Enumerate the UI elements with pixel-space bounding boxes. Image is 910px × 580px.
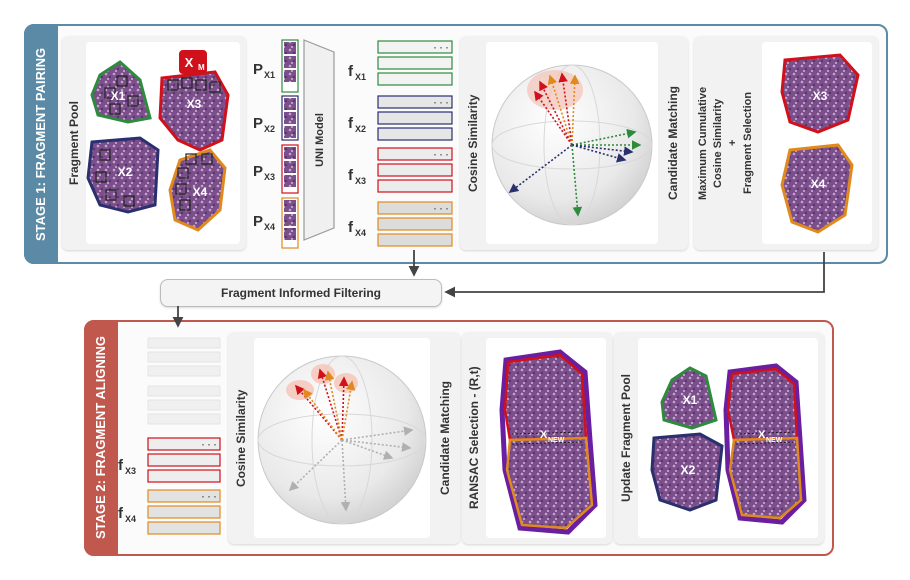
xnew-sub: NEW	[548, 437, 565, 444]
patch-group-x1	[281, 39, 299, 93]
patch-group-x4	[281, 197, 299, 249]
feature-group-x1	[377, 40, 453, 86]
feature-label-x3-main: f	[348, 167, 354, 184]
pool-xnew-sub: NEW	[766, 437, 783, 444]
feature-label-x4-sub: X4	[355, 228, 366, 238]
patch-group-x3	[281, 144, 299, 194]
selected-x3	[780, 53, 860, 134]
fragment-x2	[86, 136, 160, 214]
pool-new-fragment: X NEW	[723, 363, 807, 525]
feature-group-x4	[377, 201, 453, 247]
ransac-merged-fragment: X NEW	[499, 349, 598, 535]
uni-model	[303, 39, 335, 241]
fragment-x3	[158, 70, 230, 152]
xm-badge: X M	[179, 50, 207, 74]
stage2-faded-features	[147, 337, 221, 425]
pool-fragment-x1	[660, 366, 718, 430]
patch-label-x4-main: P	[253, 213, 263, 230]
xm-main: X	[185, 55, 194, 70]
fragment-x1	[90, 60, 152, 124]
feature-label-x2-sub: X2	[355, 124, 366, 134]
xnew-main: X	[540, 429, 548, 441]
stage2-feature-label-x3-sub: X3	[125, 466, 136, 476]
patch-label-x4-sub: X4	[264, 222, 275, 232]
stage2-feature-label-x4-sub: X4	[125, 514, 136, 524]
selected-label-x3: X3	[813, 89, 828, 103]
selected-label-x4: X4	[811, 177, 826, 191]
stage1-label-bar	[24, 24, 58, 264]
ellipsis-f3: ···	[432, 150, 450, 161]
selected-x4	[780, 143, 854, 234]
patch-label-x1-sub: X1	[264, 70, 275, 80]
feature-label-x3-sub: X3	[355, 176, 366, 186]
pool-xnew-main: X	[758, 429, 766, 441]
connector-arrows	[172, 250, 825, 328]
feature-label-x2-main: f	[348, 115, 354, 132]
ellipsis-f1: ···	[432, 43, 450, 54]
label-x1: X1	[111, 89, 126, 103]
stage2-feature-x3	[147, 437, 221, 483]
ellipsis-f4: ···	[432, 204, 450, 215]
label-x2: X2	[118, 165, 133, 179]
fragment-informed-filtering-label: Fragment Informed Filtering	[220, 286, 381, 300]
patch-column	[281, 39, 299, 249]
feature-label-x4-main: f	[348, 219, 354, 236]
stage1-sphere	[491, 64, 653, 226]
patch-group-x2	[281, 95, 299, 141]
uni-model-label: UNI Model	[314, 113, 326, 167]
ellipsis-f2: ···	[432, 98, 450, 109]
patch-label-x1-main: P	[253, 61, 263, 78]
stage2-sphere	[257, 355, 427, 525]
feature-column-stage1	[377, 40, 453, 247]
patch-label-x2-sub: X2	[264, 124, 275, 134]
feature-label-x1-sub: X1	[355, 72, 366, 82]
patch-label-x3-sub: X3	[264, 172, 275, 182]
fragment-x4	[168, 148, 227, 232]
pool-fragment-x2	[650, 432, 724, 512]
stage2-feature-label-x4-main: f	[118, 505, 124, 522]
xm-sub: M	[198, 63, 205, 72]
ellipsis-s2-x4: ···	[200, 492, 218, 503]
patch-label-x3-main: P	[253, 163, 263, 180]
stage2-feature-x4	[147, 489, 221, 535]
ellipsis-s2-x3: ···	[200, 440, 218, 451]
label-x3: X3	[187, 97, 202, 111]
fragment-informed-filtering-box	[160, 279, 442, 307]
feature-label-x1-main: f	[348, 63, 354, 80]
patch-label-x2-main: P	[253, 115, 263, 132]
pool-label-x1: X1	[683, 393, 698, 407]
label-x4: X4	[193, 185, 208, 199]
pool-label-x2: X2	[681, 463, 696, 477]
feature-group-x3	[377, 147, 453, 193]
stage2-feature-label-x3-main: f	[118, 457, 124, 474]
stage2-label-bar	[84, 320, 118, 556]
feature-group-x2	[377, 95, 453, 141]
